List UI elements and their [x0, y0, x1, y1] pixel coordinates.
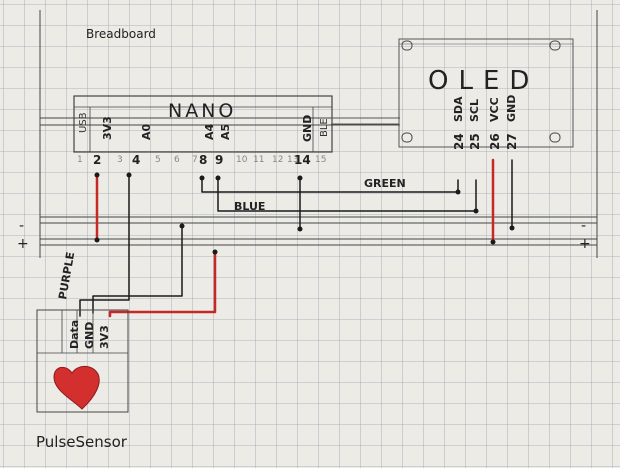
nano-pin-a4-label: A4	[203, 123, 216, 140]
oled-mount-hole-tr	[549, 40, 561, 51]
pulse-pin-gnd: GND	[83, 322, 96, 349]
nano-pin-a0-number: 4	[132, 153, 140, 167]
rail-left-plus: +	[17, 236, 29, 252]
oled-pin-sda-number: 24	[452, 133, 466, 150]
wire-label-green: GREEN	[364, 177, 406, 190]
nano-pin-a4-number: 8	[199, 153, 207, 167]
breadboard-title: Breadboard	[86, 27, 156, 41]
nano-usb-label: USB	[78, 112, 89, 133]
oled-pin-scl: SCL 25	[468, 99, 482, 150]
col-num-12: 12	[272, 155, 283, 165]
col-num-11: 11	[253, 155, 264, 165]
pulse-sensor-title: PulseSensor	[36, 433, 128, 451]
nano-pin-a0-label: A0	[140, 123, 153, 140]
wire-gnd-pulse	[92, 225, 183, 314]
heart-icon	[53, 365, 100, 410]
pulse-sensor: Data GND 3V3 PulseSensor	[36, 309, 129, 451]
oled-pin-scl-number: 25	[468, 133, 482, 150]
oled-pin-vcc: VCC 26	[488, 97, 502, 150]
col-num-7: 7	[192, 155, 198, 165]
wire-blue-scl	[217, 177, 477, 212]
col-num-5: 5	[155, 155, 161, 165]
col-num-1: 1	[77, 155, 83, 165]
rail-right-plus: +	[579, 236, 591, 252]
column-numbers: 1 3 5 6 7 10 11 12 13 15	[77, 155, 326, 165]
oled-pin-vcc-label: VCC	[488, 97, 501, 122]
rail-right-minus: -	[581, 218, 586, 234]
oled-module: OLED SDA 24 SCL 25 VCC 26 GND 27	[331, 38, 574, 150]
nano-board: NANO USB BLE 3V3 A0 A4 A5 GND 2 4 8 9 14	[73, 95, 333, 167]
nano-title: NANO	[168, 100, 236, 122]
pulse-pin-3v3: 3V3	[98, 325, 111, 349]
breadboard	[39, 10, 598, 258]
oled-pin-scl-label: SCL	[468, 99, 481, 122]
col-num-10: 10	[236, 155, 248, 165]
nano-pin-3v3-label: 3V3	[101, 116, 114, 140]
col-num-3: 3	[117, 155, 123, 165]
nano-pin-a5-label: A5	[219, 124, 232, 140]
pulse-pin-data: Data	[68, 320, 81, 349]
nano-pin-gnd-number: 14	[294, 153, 311, 167]
col-num-13: 13	[287, 155, 298, 165]
wire-3v3-pulse-red	[108, 250, 217, 318]
col-num-6: 6	[174, 155, 180, 165]
col-num-15: 15	[315, 155, 326, 165]
nano-pin-3v3-number: 2	[93, 153, 101, 167]
oled-pin-gnd: GND 27	[505, 95, 519, 150]
oled-pin-sda: SDA 24	[452, 96, 466, 150]
wire-green-sda	[201, 177, 459, 193]
oled-pin-gnd-label: GND	[505, 95, 518, 122]
wires	[79, 158, 515, 318]
rail-left-minus: -	[19, 218, 24, 234]
wire-label-blue: BLUE	[234, 200, 265, 213]
wire-purple-data	[79, 174, 130, 317]
nano-ble-label: BLE	[319, 118, 330, 137]
oled-mount-hole-br	[549, 132, 561, 143]
oled-pin-gnd-number: 27	[505, 133, 519, 150]
oled-title: OLED	[428, 66, 539, 96]
oled-pin-vcc-number: 26	[488, 133, 502, 150]
nano-pin-a5-number: 9	[215, 153, 223, 167]
oled-pin-sda-label: SDA	[452, 96, 465, 122]
nano-pin-gnd-label: GND	[301, 115, 314, 142]
oled-mount-hole-tl	[401, 40, 413, 51]
oled-mount-hole-bl	[401, 132, 413, 143]
